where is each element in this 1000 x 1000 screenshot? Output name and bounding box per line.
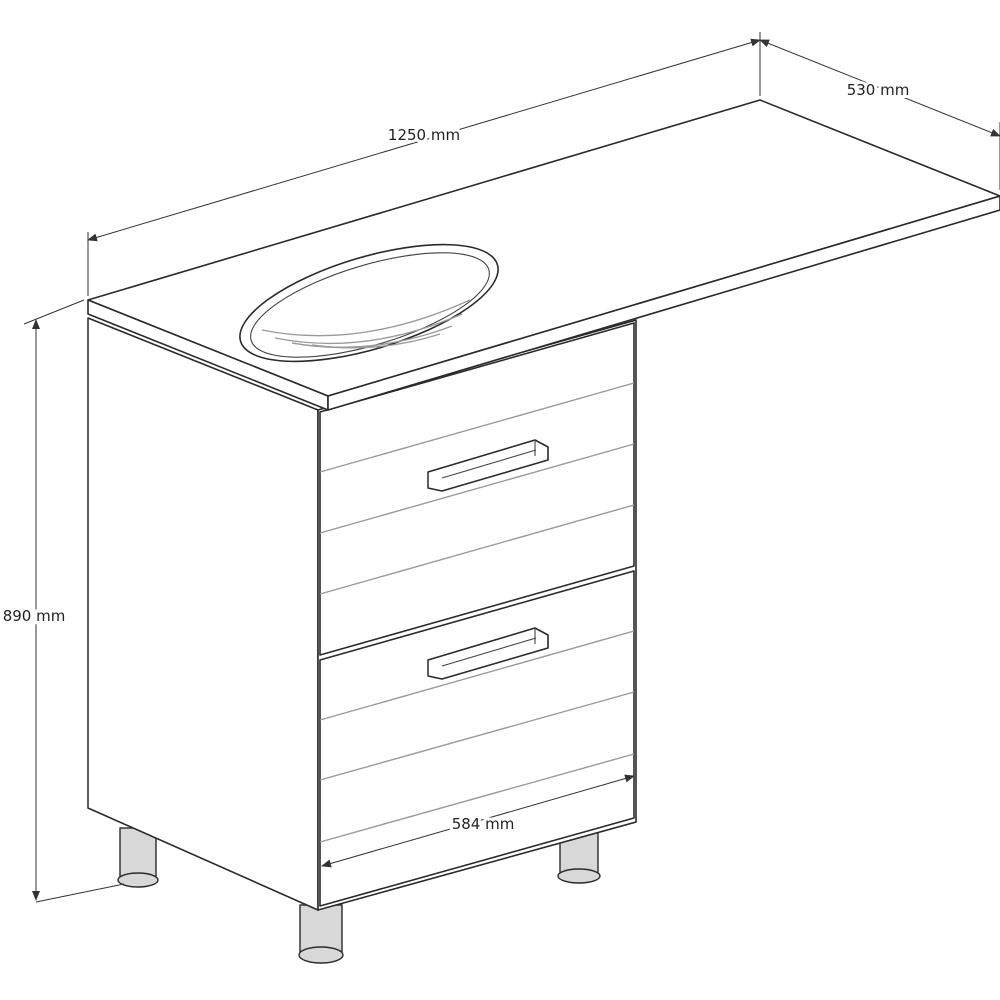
leg-back-left: [117, 827, 159, 888]
drawer-handle-upper: [427, 439, 549, 492]
dimension-depth: [759, 39, 1000, 190]
depth-label: 530 mm: [847, 81, 910, 99]
height-label: 890 mm: [3, 607, 66, 625]
basin: [239, 243, 499, 363]
side-panel: [87, 317, 319, 911]
leg-front: [298, 904, 344, 964]
drawer-width-label: 584 mm: [452, 815, 515, 833]
width-label: 1250 mm: [388, 126, 460, 144]
dimension-drawer-width: [321, 774, 635, 868]
drawer-handle-lower: [427, 627, 549, 680]
dimension-height: [23, 299, 125, 903]
